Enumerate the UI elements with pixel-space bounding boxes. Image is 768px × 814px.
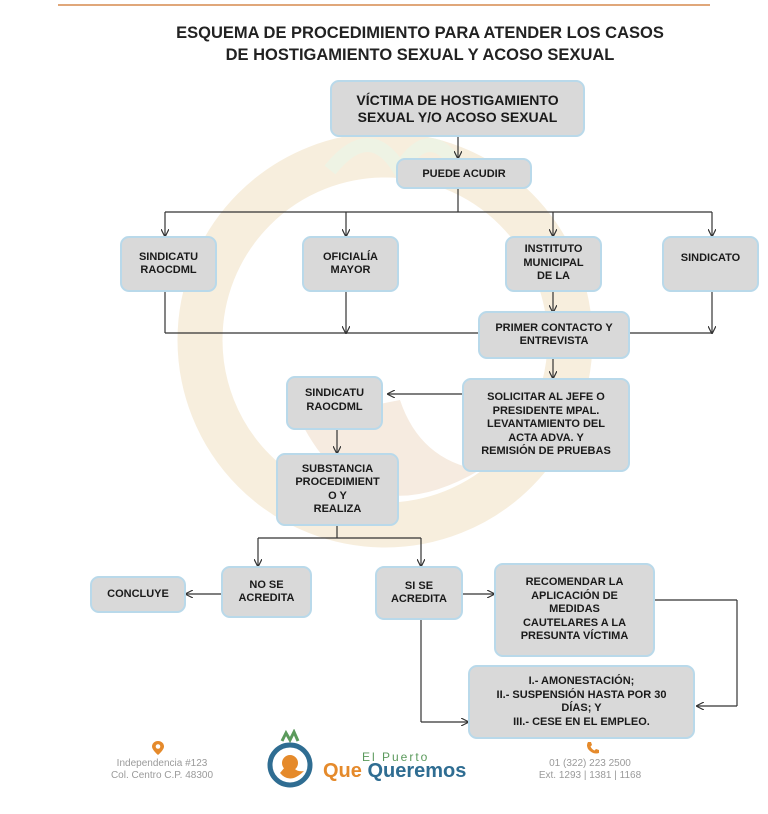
logo-small-text: El Puerto [362, 750, 430, 764]
node-victima: VÍCTIMA DE HOSTIGAMIENTO SEXUAL Y/O ACOS… [330, 80, 585, 137]
logo-word-queremos: Queremos [367, 760, 467, 782]
logo-mark [267, 729, 313, 788]
node-concluye: CONCLUYE [90, 576, 186, 613]
node-sindicatura-1: SINDICATU RAOCDML [120, 236, 217, 292]
address-line-1: Independencia #123 [116, 758, 208, 769]
node-substancia: SUBSTANCIA PROCEDIMIENT O Y REALIZA [276, 453, 399, 526]
node-no-se-acredita: NO SE ACREDITA [221, 566, 312, 618]
node-si-se-acredita: SI SE ACREDITA [375, 566, 463, 620]
logo-word-que: Que [323, 760, 362, 782]
top-rule [58, 4, 710, 6]
node-sindicatura-2: SINDICATU RAOCDML [286, 376, 383, 430]
node-recomendar: RECOMENDAR LA APLICACIÓN DE MEDIDAS CAUT… [494, 563, 655, 657]
page-title: ESQUEMA DE PROCEDIMIENTO PARA ATENDER LO… [176, 24, 664, 64]
location-pin-icon [152, 741, 164, 755]
footer-address: Independencia #123 Col. Centro C.P. 4830… [92, 758, 232, 782]
node-primer-contacto: PRIMER CONTACTO Y ENTREVISTA [478, 311, 630, 359]
node-instituto-municipal: INSTITUTO MUNICIPAL DE LA [505, 236, 602, 292]
phone-line-1: 01 (322) 223 2500 [549, 758, 631, 769]
node-sanciones: I.- AMONESTACIÓN; II.- SUSPENSIÓN HASTA … [468, 665, 695, 739]
phone-icon [587, 742, 599, 754]
node-solicitar: SOLICITAR AL JEFE O PRESIDENTE MPAL. LEV… [462, 378, 630, 472]
phone-line-2: Ext. 1293 | 1381 | 1168 [538, 770, 642, 781]
footer-phone: 01 (322) 223 2500 Ext. 1293 | 1381 | 116… [520, 758, 660, 782]
node-oficialia-mayor: OFICIALÍA MAYOR [302, 236, 399, 292]
address-line-2: Col. Centro C.P. 48300 [110, 770, 214, 781]
node-puede-acudir: PUEDE ACUDIR [396, 158, 532, 189]
logo-wordmark: Que Queremos [323, 760, 466, 783]
node-sindicato: SINDICATO [662, 236, 759, 292]
